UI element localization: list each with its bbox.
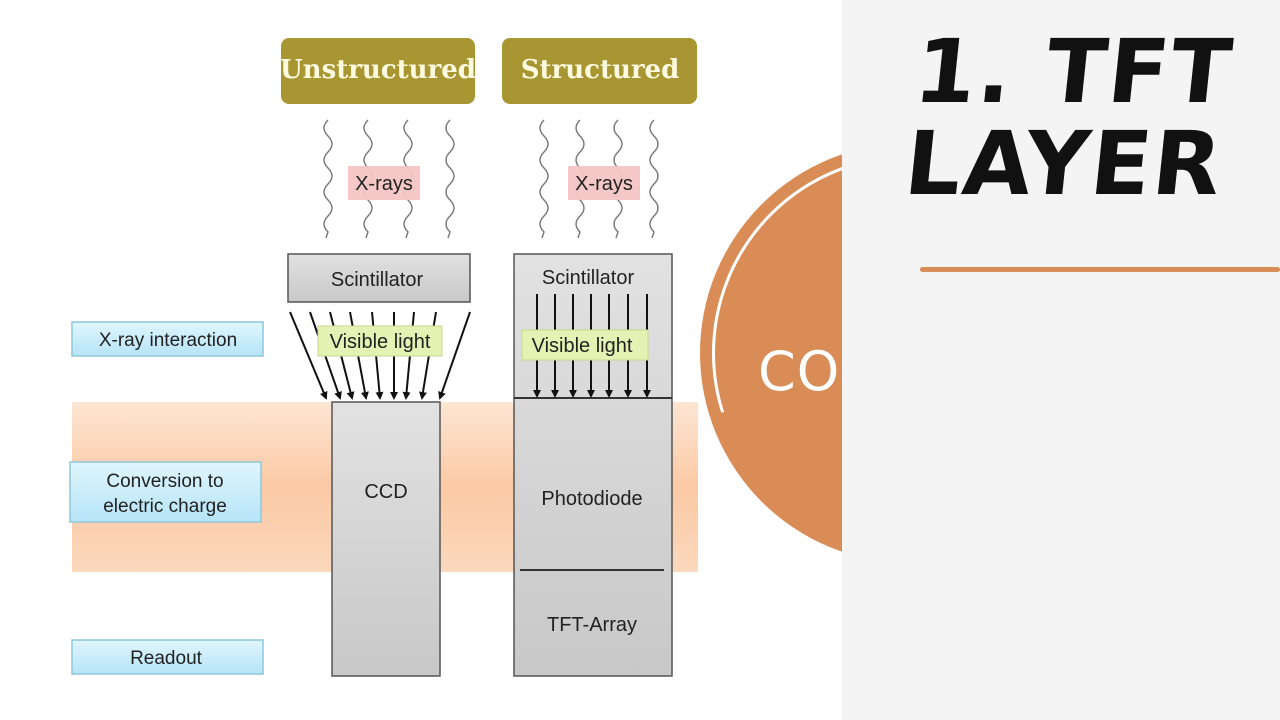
svg-text:Structured: Structured	[521, 55, 680, 85]
structured-detector: Scintillator Photodiode TFT-Array	[513, 253, 673, 677]
slide-title-line2: LAYER	[900, 112, 1229, 215]
header-structured: Structured	[502, 38, 697, 104]
svg-text:X-ray interaction: X-ray interaction	[99, 330, 237, 351]
circle-clip: CON	[700, 143, 842, 563]
visible-light-label-left: Visible light	[317, 325, 443, 357]
title-underline	[920, 267, 1280, 272]
svg-text:Visible light: Visible light	[330, 331, 431, 353]
svg-text:Conversion to: Conversion to	[106, 471, 223, 492]
visible-light-label-right: Visible light	[521, 329, 649, 361]
svg-text:electric charge: electric charge	[103, 496, 227, 517]
stage-xray-interaction: X-ray interaction	[71, 321, 264, 357]
scintillator-right: Scintillator	[542, 267, 635, 289]
stage-conversion: Conversion to electric charge	[69, 461, 262, 523]
xrays-label-right: X-rays	[568, 166, 640, 200]
svg-text:X-rays: X-rays	[575, 173, 633, 195]
header-unstructured: Unstructured	[280, 38, 476, 104]
scintillator-left: Scintillator	[287, 253, 471, 303]
svg-text:Readout: Readout	[130, 648, 203, 669]
stage-readout: Readout	[71, 639, 264, 675]
circle-text: CON	[758, 340, 842, 403]
xrays-label-left: X-rays	[348, 166, 420, 200]
svg-text:Visible light: Visible light	[532, 335, 633, 357]
svg-text:Scintillator: Scintillator	[331, 269, 424, 291]
photodiode-label: Photodiode	[541, 488, 642, 510]
svg-text:Unstructured: Unstructured	[280, 55, 476, 85]
ccd-block: CCD	[331, 401, 441, 677]
title-panel	[842, 0, 1280, 720]
detector-diagram: X-ray interaction Conversion to electric…	[69, 38, 698, 677]
slide-title-line1: 1. TFT	[909, 20, 1239, 123]
svg-text:X-rays: X-rays	[355, 173, 413, 195]
svg-text:CCD: CCD	[364, 481, 407, 503]
slide-title: 1. TFT LAYER	[900, 20, 1260, 215]
tft-array-label: TFT-Array	[547, 614, 637, 636]
